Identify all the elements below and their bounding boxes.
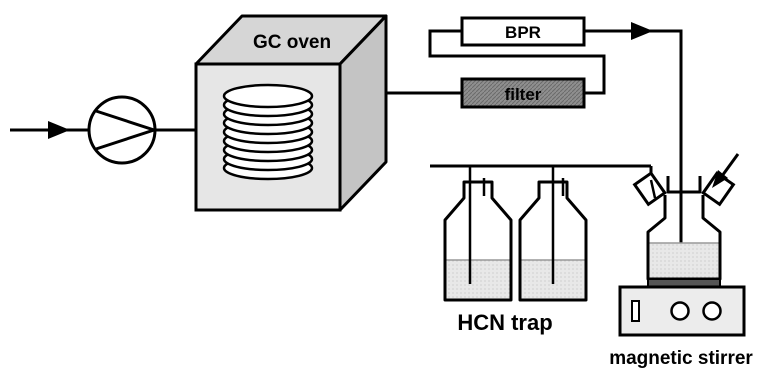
stirrer-knob <box>702 301 722 321</box>
flask-left-neck <box>632 171 667 207</box>
bpr-to-reactor-line <box>584 22 683 268</box>
pump-icon <box>87 95 159 165</box>
stirrer-switch <box>631 300 640 322</box>
reaction-liquid <box>648 243 720 279</box>
trap-glass <box>443 180 513 302</box>
stirrer-knob <box>670 301 690 321</box>
hcn-trap-bottle <box>518 166 588 302</box>
bpr-body <box>460 16 586 47</box>
magnetic-stirrer <box>618 278 746 337</box>
hcn-trap-label: HCN trap <box>457 310 552 335</box>
bpr-label: BPR <box>505 23 541 42</box>
filter-body <box>460 77 586 109</box>
bpr: BPR <box>460 16 586 47</box>
flow-arrow-icon <box>712 170 728 188</box>
flow-arrow-icon <box>631 22 653 40</box>
gc-oven-label: GC oven <box>253 32 331 53</box>
gc-oven: GC oven <box>194 14 388 212</box>
magnetic-stirrer-label: magnetic stirrer <box>609 348 753 369</box>
reactor-flask <box>632 153 740 281</box>
trap-liquid <box>445 260 511 300</box>
inlet-line <box>10 121 90 139</box>
flask-center-neck <box>666 176 702 194</box>
filter-label: filter <box>505 85 542 104</box>
filter: filter <box>460 77 586 109</box>
column-coil-icon <box>222 83 314 181</box>
flow-arrow-icon <box>48 121 70 139</box>
hcn-trap-bottle <box>443 166 513 302</box>
trap-glass <box>518 180 588 302</box>
addition-line <box>720 153 740 177</box>
filter-to-bpr-loop <box>428 29 606 95</box>
